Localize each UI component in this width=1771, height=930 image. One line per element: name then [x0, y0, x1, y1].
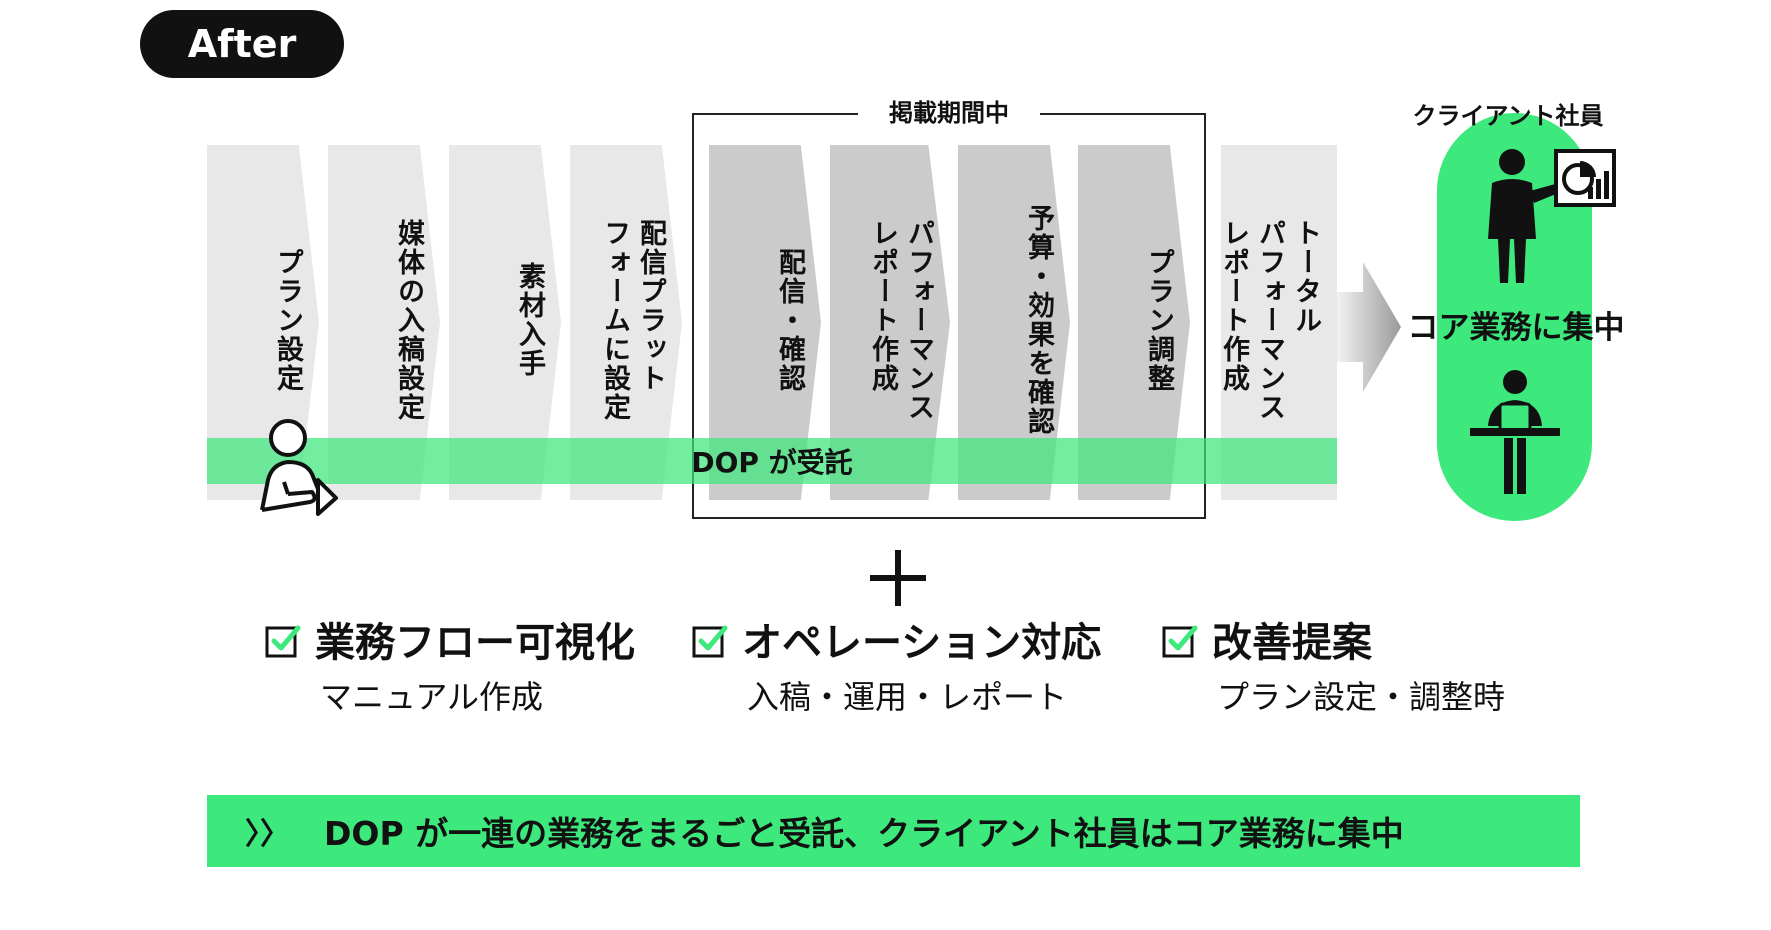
desk-worker-icon	[1470, 370, 1560, 494]
step-label: プラン調整	[1143, 247, 1174, 393]
benefit-title: 業務フロー可視化	[315, 620, 635, 666]
benefit-title: 改善提案	[1212, 620, 1372, 666]
dop-band: DOP が受託	[207, 438, 1337, 484]
checkbox-icon	[692, 625, 728, 658]
step-label: 素材入手	[514, 262, 545, 378]
step-label: プラン設定	[272, 247, 303, 393]
step-label: パフォーマンス レポート作成	[867, 218, 934, 422]
benefit-sub: マニュアル作成	[320, 678, 544, 716]
step-label: 配信プラット フォームに設定	[599, 218, 666, 422]
step-label: トータル パフォーマンス レポート作成	[1218, 218, 1321, 422]
checkbox-icon	[265, 625, 301, 658]
summary-banner: 〉〉 DOP が一連の業務をまるごと受託、クライアント社員はコア業務に集中	[207, 795, 1580, 867]
big-arrow-icon	[1337, 262, 1401, 392]
presenter-icon	[1488, 149, 1616, 283]
checkbox-icon	[1162, 625, 1198, 658]
core-work-label: コア業務に集中	[1407, 310, 1625, 346]
client-label: クライアント社員	[1412, 102, 1604, 130]
after-badge-label: After	[187, 22, 297, 66]
dop-band-label: DOP が受託	[691, 446, 853, 479]
step-label: 予算・効果を確認	[1023, 204, 1054, 436]
plus-icon	[870, 550, 926, 606]
benefit-title: オペレーション対応	[742, 620, 1102, 666]
chevron-right-icon: 〉〉	[245, 817, 290, 852]
person-writing-icon	[260, 419, 338, 516]
after-badge: After	[140, 10, 344, 78]
period-label: 掲載期間中	[858, 96, 1040, 130]
benefit-sub: 入稿・運用・レポート	[747, 678, 1068, 716]
benefit-sub: プラン設定・調整時	[1217, 678, 1506, 716]
step-label: 媒体の入稿設定	[393, 218, 424, 422]
summary-message: DOP が一連の業務をまるごと受託、クライアント社員はコア業務に集中	[324, 814, 1404, 853]
step-label: 配信・確認	[774, 247, 805, 393]
